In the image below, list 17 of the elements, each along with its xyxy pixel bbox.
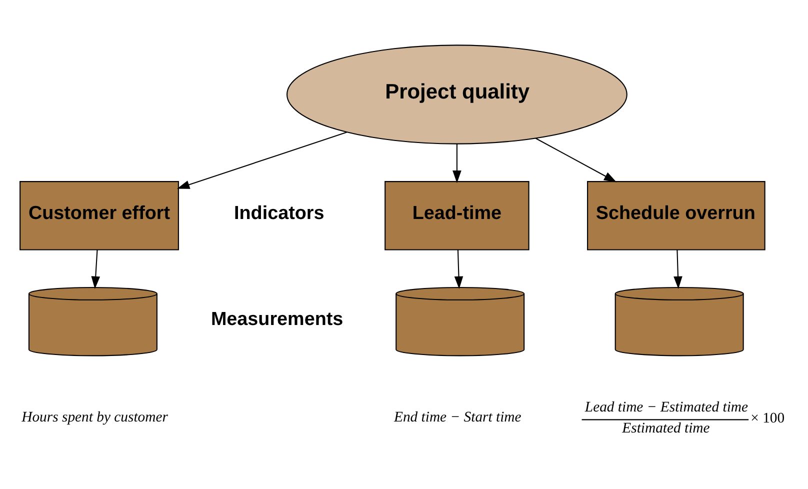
node-box: Customer effort [19,181,178,250]
label: Measurements [210,309,343,330]
node-label: Lead time − Estimated time [584,399,748,416]
arrow [176,132,346,189]
node-ellipse: Project quality [286,44,627,144]
arrow [452,144,461,184]
node-label: Estimated time [622,420,710,436]
arrow [454,250,463,289]
node-label: End time − Start time [394,409,521,426]
node-label: Hours spent by customer [21,409,168,426]
label: Indicators [234,203,324,224]
arrow [535,138,616,182]
arrow [673,250,682,289]
arrow [90,250,100,289]
node-box: Schedule overrun [586,181,765,250]
node-label: × 100 [750,410,784,427]
node-box: Lead-time [384,181,529,250]
